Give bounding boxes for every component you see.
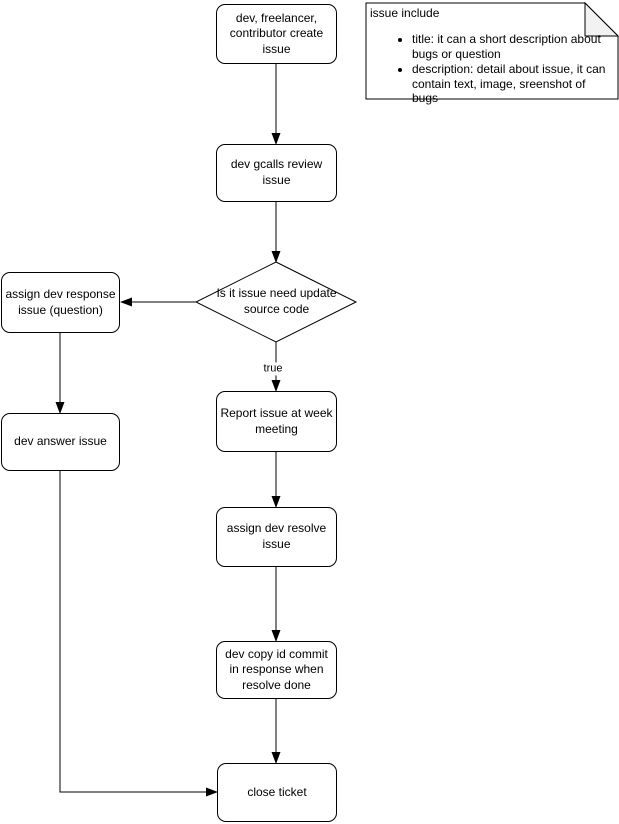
node-report-meeting: Report issue at week meeting	[216, 391, 337, 452]
edge-label-true: true	[261, 362, 285, 376]
decision-text: Is it issue need update source code	[216, 286, 337, 316]
note-fold-corner	[584, 1, 619, 37]
edge-dev-answer-to-close	[59, 471, 218, 797]
node-assign-response: assign dev response issue (question)	[1, 272, 120, 333]
note-content: issue include title: it can a short desc…	[366, 3, 618, 105]
note-shape	[365, 2, 619, 100]
node-create-issue: dev, freelancer, contributor create issu…	[216, 4, 337, 64]
node-dev-answer: dev answer issue	[1, 413, 120, 471]
node-assign-resolve: assign dev resolve issue	[216, 507, 337, 567]
note-bullet-list: title: it can a short description about …	[370, 32, 614, 105]
note-bullet-item: description: detail about issue, it can …	[412, 62, 608, 105]
note-title: issue include	[370, 6, 440, 20]
node-close-ticket: close ticket	[217, 763, 337, 822]
node-copy-commit: dev copy id commit in response when reso…	[216, 641, 337, 699]
node-decision-label: Is it issue need update source code	[196, 262, 357, 342]
note-bullet-item: title: it can a short description about …	[412, 32, 608, 61]
node-review-issue: dev gcalls review issue	[216, 144, 337, 202]
